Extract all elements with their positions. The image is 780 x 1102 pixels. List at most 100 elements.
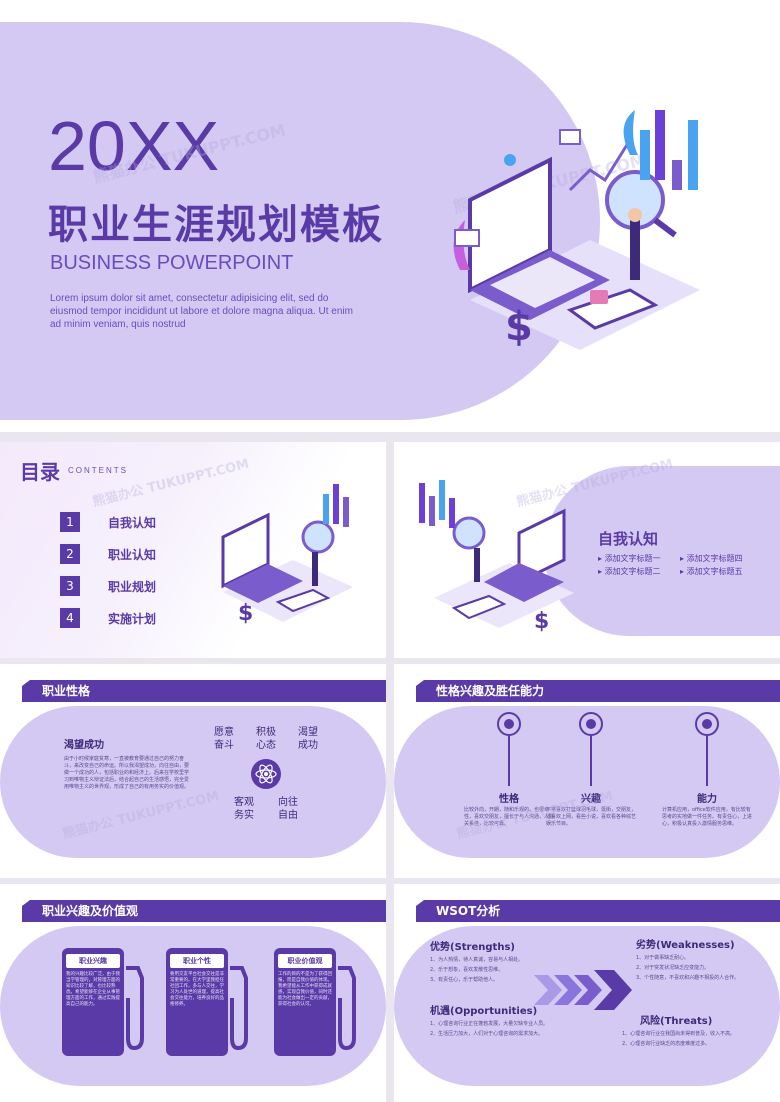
section-item-label: 添加文字标题二 bbox=[604, 567, 661, 576]
toc-slide[interactable]: 目录 CONTENTS 1 自我认知 2 职业认知 3 职业规划 4 实施计划 … bbox=[0, 442, 386, 658]
isometric-laptop-illustration: $ bbox=[419, 480, 574, 634]
value-card-text: 工作的目的不是为了获得回报，而是自我价值的体现。我希望能从工作中获得成就感，实现… bbox=[278, 972, 332, 1007]
title-bar-notch bbox=[22, 680, 30, 686]
value-card-title: 职业价值观 bbox=[278, 954, 332, 968]
swot-item: 1、对于做事缺乏耐心。 bbox=[636, 955, 690, 961]
cover-slide[interactable]: 20XX 职业生涯规划模板 BUSINESS POWERPOINT Lorem … bbox=[0, 0, 780, 432]
ability-column: 兴趣 平常喜欢打篮球羽毛球，逛街，交朋友，还喜欢上网，看些小说，喜欢看各种综艺娱… bbox=[546, 712, 636, 828]
section-item: ▸ 添加文字标题一 bbox=[598, 554, 661, 563]
slide-title-bar: 性格兴趣及胜任能力 bbox=[416, 680, 780, 702]
toc-item[interactable]: 3 职业规划 bbox=[60, 570, 156, 602]
isometric-laptop-illustration: $ bbox=[221, 484, 353, 626]
target-icon bbox=[695, 712, 719, 736]
value-card-title: 职业兴趣 bbox=[66, 954, 120, 968]
ability-column: 性格 比较外向，开朗，随和乐观的。也很幸性，喜欢交朋友，擅长于与人沟通，人际关系… bbox=[464, 712, 554, 828]
section-item: ▸ 添加文字标题四 bbox=[680, 554, 743, 563]
slide-title: 职业性格 bbox=[42, 684, 91, 698]
value-card: 职业兴趣 我的兴趣比较广泛，由于我当学管理的，对管理方面的知识比较了解，也比较熟… bbox=[62, 948, 124, 1056]
toc-label: 职业规划 bbox=[108, 579, 157, 594]
svg-text:$: $ bbox=[505, 304, 533, 350]
slide-title: 性格兴趣及胜任能力 bbox=[436, 684, 545, 698]
personality-body: 由于小时候家庭贫寒，一直被教育要通过自己的努力奋斗，来改变自己的命运。所以我渴望… bbox=[64, 756, 190, 790]
toc-item[interactable]: 4 实施计划 bbox=[60, 602, 156, 634]
personality-heading: 渴望成功 bbox=[64, 740, 104, 751]
personality-word: 积极心态 bbox=[256, 727, 276, 751]
section-items-right: ▸ 添加文字标题四 ▸ 添加文字标题五 bbox=[680, 552, 743, 578]
swot-item: 2、生活压力加大，人们对于心理咨询的需求加大。 bbox=[430, 1031, 544, 1037]
toc-subtitle: CONTENTS bbox=[68, 466, 128, 475]
title-bar-notch bbox=[416, 680, 424, 686]
swot-slide[interactable]: WSOT分析 优势(Strengths) 1、为人热情，待人真诚，容易与人相处。… bbox=[394, 884, 780, 1102]
slide-title-bar: 职业性格 bbox=[22, 680, 386, 702]
ability-title: 兴趣 bbox=[581, 794, 601, 805]
slide-title: WSOT分析 bbox=[436, 904, 501, 918]
swot-heading: 劣势(Weaknesses) bbox=[636, 940, 735, 951]
personality-word: 向往自由 bbox=[278, 797, 298, 821]
slide-title: 职业兴趣及价值观 bbox=[42, 904, 139, 918]
personality-word: 愿意奋斗 bbox=[214, 727, 234, 751]
value-card: 职业价值观 工作的目的不是为了获得回报，而是自我价值的体现。我希望能从工作中获得… bbox=[274, 948, 336, 1056]
swot-item: 2、乐于想象，喜欢发散性思维。 bbox=[430, 967, 504, 973]
toc-label: 实施计划 bbox=[108, 611, 157, 626]
cover-subtitle: BUSINESS POWERPOINT bbox=[50, 252, 294, 274]
ability-column: 能力 计算机应用，office软件应用，有比较有思考的实地做一件任务。有责任心，… bbox=[662, 712, 752, 828]
swot-item: 2、心理咨询行业缺乏的态度难度过多。 bbox=[622, 1041, 711, 1047]
section-background-shape bbox=[544, 466, 780, 636]
connector-line bbox=[706, 736, 708, 786]
toc-number: 3 bbox=[60, 576, 80, 596]
fuel-pump-hose-icon bbox=[338, 966, 356, 1051]
value-card: 职业个性 要用交友平台社会交往是非常重要的。在大学里我担任社团工作，多与人交往，… bbox=[166, 948, 228, 1056]
swot-weaknesses: 劣势(Weaknesses) 1、对于做事缺乏耐心。 2、对于突发状况缺乏应变能… bbox=[636, 936, 766, 982]
toc-number: 4 bbox=[60, 608, 80, 628]
ability-text: 平常喜欢打篮球羽毛球，逛街，交朋友，还喜欢上网，看些小说，喜欢看各种综艺娱乐节目… bbox=[546, 807, 637, 827]
ability-slide[interactable]: 性格兴趣及胜任能力 性格 比较外向，开朗，随和乐观的。也很幸性，喜欢交朋友，擅长… bbox=[394, 664, 780, 878]
swot-item: 1、心理咨询行业在我国尚未得到普及，收入不高。 bbox=[622, 1031, 736, 1037]
swot-threats: 风险(Threats) 1、心理咨询行业在我国尚未得到普及，收入不高。 2、心理… bbox=[622, 1012, 766, 1048]
toc-label: 职业认知 bbox=[108, 547, 157, 562]
value-card-text: 我的兴趣比较广泛，由于我当学管理的，对管理方面的知识比较了解，也比较熟悉。希望能… bbox=[66, 972, 120, 1007]
target-icon bbox=[497, 712, 521, 736]
ability-title: 能力 bbox=[697, 794, 717, 805]
swot-heading: 优势(Strengths) bbox=[430, 942, 515, 953]
section-item: ▸ 添加文字标题五 bbox=[680, 567, 743, 576]
personality-word: 客观务实 bbox=[234, 797, 254, 821]
cover-year: 20XX bbox=[48, 107, 220, 185]
swot-item: 3、个性随意，不喜欢和兴趣不相投的人合作。 bbox=[636, 975, 740, 981]
ability-text: 比较外向，开朗，随和乐观的。也很幸性，喜欢交朋友，擅长于与人沟通，人际关系佳，比… bbox=[464, 807, 555, 827]
value-card-text: 要用交友平台社会交往是非常重要的。在大学里我担任社团工作，多与人交往，学习为人处… bbox=[170, 972, 224, 1007]
swot-heading: 机遇(Opportunities) bbox=[430, 1006, 538, 1017]
section-items-left: ▸ 添加文字标题一 ▸ 添加文字标题二 bbox=[598, 552, 661, 578]
personality-slide[interactable]: 职业性格 渴望成功 由于小时候家庭贫寒，一直被教育要通过自己的努力奋斗，来改变自… bbox=[0, 664, 386, 878]
ability-title: 性格 bbox=[499, 794, 519, 805]
toc-number: 2 bbox=[60, 544, 80, 564]
swot-heading: 风险(Threats) bbox=[640, 1016, 713, 1027]
toc-label: 自我认知 bbox=[108, 515, 157, 530]
slide-title-bar: WSOT分析 bbox=[416, 900, 780, 922]
isometric-laptop-illustration: $ bbox=[453, 110, 700, 350]
content-pill bbox=[394, 926, 780, 1086]
swot-opportunities: 机遇(Opportunities) 1、心理咨询行业正在蓬勃发展，大量欠缺专业人… bbox=[430, 1002, 550, 1038]
toc-item[interactable]: 2 职业认知 bbox=[60, 538, 156, 570]
cover-title: 职业生涯规划模板 bbox=[48, 202, 384, 248]
connector-line bbox=[590, 736, 592, 786]
values-slide[interactable]: 职业兴趣及价值观 职业兴趣 我的兴趣比较广泛，由于我当学管理的，对管理方面的知识… bbox=[0, 884, 386, 1102]
chevron-arrows-icon bbox=[534, 970, 632, 1010]
section-item: ▸ 添加文字标题二 bbox=[598, 567, 661, 576]
slide-title-bar: 职业兴趣及价值观 bbox=[22, 900, 386, 922]
section-slide[interactable]: $ 自我认知 ▸ 添加文字标题一 ▸ 添加文字标题二 ▸ 添加文字标题四 ▸ 添… bbox=[394, 442, 780, 658]
swot-item: 2、对于突发状况缺乏应变能力。 bbox=[636, 965, 710, 971]
svg-text:$: $ bbox=[238, 601, 253, 626]
content-pill bbox=[0, 706, 386, 858]
toc-item[interactable]: 1 自我认知 bbox=[60, 506, 156, 538]
svg-text:$: $ bbox=[534, 609, 549, 634]
swot-item: 1、为人热情，待人真诚，容易与人相处。 bbox=[430, 957, 524, 963]
fuel-pump-hose-icon bbox=[126, 966, 144, 1051]
ability-text: 计算机应用，office软件应用，有比较有思考的实地做一件任务。有责任心，上进心… bbox=[662, 807, 753, 827]
fuel-pump-hose-icon bbox=[230, 966, 248, 1051]
personality-word: 渴望成功 bbox=[298, 727, 318, 751]
toc-list: 1 自我认知 2 职业认知 3 职业规划 4 实施计划 bbox=[60, 506, 156, 634]
title-bar-notch bbox=[416, 900, 424, 906]
section-item-label: 添加文字标题五 bbox=[686, 567, 743, 576]
target-icon bbox=[579, 712, 603, 736]
value-card-title: 职业个性 bbox=[170, 954, 224, 968]
